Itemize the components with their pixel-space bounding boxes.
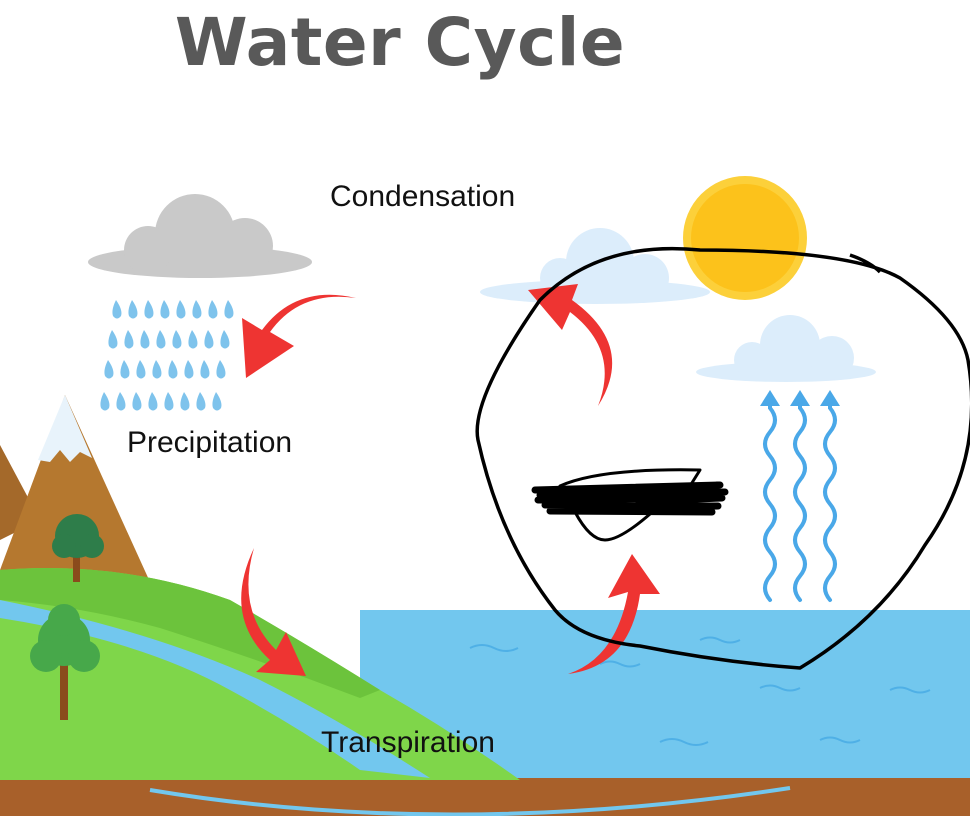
arrow-icon	[528, 284, 613, 406]
rain-drop	[128, 300, 138, 319]
rain-drop	[188, 330, 198, 349]
rain-drop	[112, 300, 122, 319]
rain-drop	[144, 300, 154, 319]
rain-drop	[164, 392, 174, 411]
rain-drop	[224, 300, 234, 319]
grassland	[0, 568, 520, 780]
rain-drop	[192, 300, 202, 319]
rain-drop	[108, 330, 118, 349]
rain-drop	[204, 330, 214, 349]
rain-drop	[116, 392, 126, 411]
rain-drop	[180, 392, 190, 411]
rain-drop	[220, 330, 230, 349]
rain-drop	[152, 360, 162, 379]
groundwater-line	[149, 786, 791, 816]
label-transpiration: Transpiration	[321, 726, 495, 759]
tree-icon	[30, 604, 100, 720]
scribble-annotation	[531, 468, 729, 542]
cloud-icon	[480, 228, 710, 304]
rain-drop	[208, 300, 218, 319]
mountain-icon	[0, 395, 165, 615]
arrow-icon	[242, 294, 356, 378]
label-precipitation: Precipitation	[127, 426, 293, 459]
rain-drop	[136, 360, 146, 379]
arrow-icon	[568, 554, 660, 674]
rain-drop	[156, 330, 166, 349]
vapor-icon	[763, 398, 837, 602]
rain-drop	[120, 360, 130, 379]
rain-drop	[200, 360, 210, 379]
rain-drop	[100, 392, 110, 411]
arrow-icon	[241, 548, 306, 676]
rain-drop	[172, 330, 182, 349]
cloud-icon	[88, 194, 312, 278]
sun-icon	[683, 176, 807, 300]
rain-drop	[176, 300, 186, 319]
river	[0, 600, 430, 778]
rain-drop	[160, 300, 170, 319]
cloud-icon	[696, 315, 876, 382]
rain-drop	[216, 360, 226, 379]
water-ripples	[469, 636, 931, 746]
rain-drop	[212, 392, 222, 411]
rain-icon	[100, 300, 234, 411]
rain-drop	[140, 330, 150, 349]
circle-annotation	[475, 246, 970, 670]
tree-icon	[52, 514, 104, 582]
rain-drop	[124, 330, 134, 349]
rain-drop	[104, 360, 114, 379]
rain-drop	[132, 392, 142, 411]
rain-drop	[148, 392, 158, 411]
soil-layer	[0, 778, 970, 816]
vapor-arrowheads	[760, 390, 840, 406]
label-condensation: Condensation	[330, 180, 516, 213]
rain-drop	[184, 360, 194, 379]
diagram-title: Water Cycle	[174, 4, 626, 81]
rain-drop	[196, 392, 206, 411]
rain-drop	[168, 360, 178, 379]
